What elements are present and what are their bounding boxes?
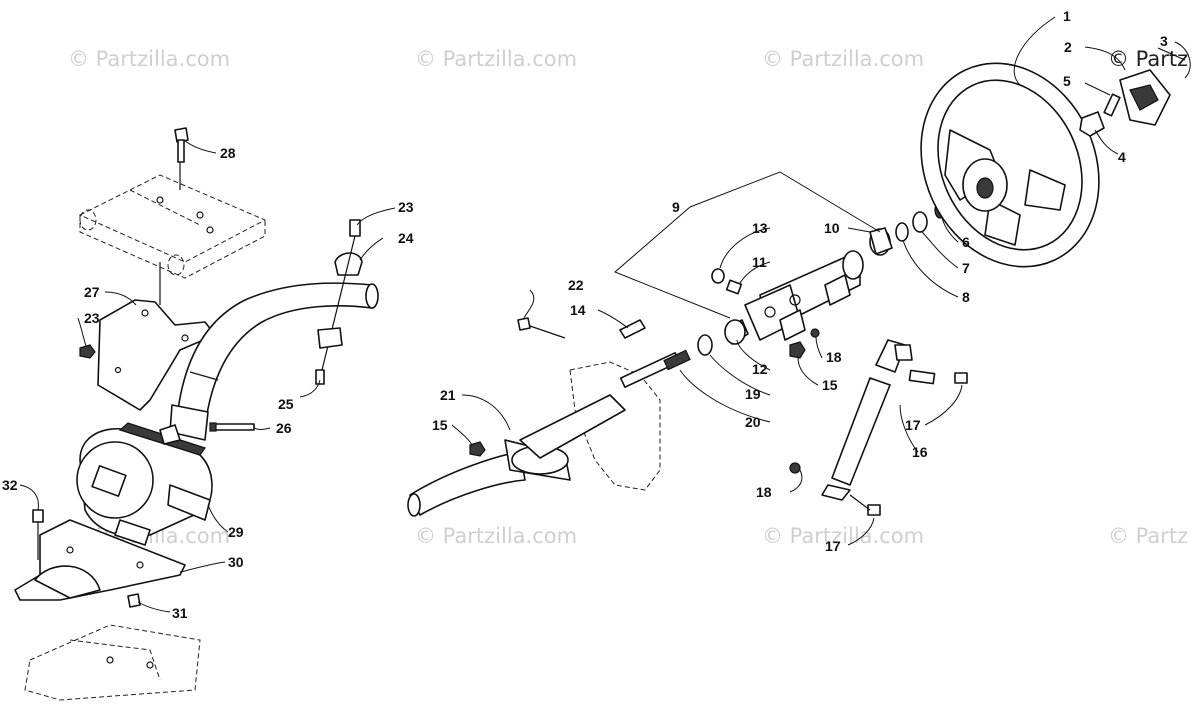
callout-31: 31 — [172, 605, 188, 621]
bolt-22 — [517, 317, 566, 339]
callout-21: 21 — [440, 387, 456, 403]
callout-28: 28 — [220, 145, 236, 161]
upper-column-housing — [744, 250, 864, 341]
pin-11-13 — [711, 268, 743, 295]
watermark: © Partzilla.com — [415, 524, 577, 548]
watermark: © Partzilla.com — [762, 524, 924, 548]
callout-32: 32 — [2, 477, 18, 493]
bolt-25 — [315, 369, 325, 385]
gas-strut-16 — [821, 339, 936, 501]
callout-11: 11 — [752, 254, 767, 270]
shaft-20 — [619, 349, 691, 389]
watermark: © Partzilla.com — [762, 47, 924, 71]
nut-15-right — [789, 341, 806, 359]
steering-wheel-1 — [920, 62, 1100, 268]
callout-25: 25 — [278, 396, 294, 412]
watermark: © Partzilla.com — [415, 47, 577, 71]
bolt-14 — [619, 319, 646, 339]
stud-26 — [209, 422, 255, 432]
bolt-28 — [174, 127, 189, 163]
lower-frame — [24, 624, 201, 701]
watermark: © Partz — [1108, 47, 1188, 71]
nut-23-left — [79, 344, 96, 359]
callout-19: 19 — [745, 386, 761, 402]
callout-5: 5 — [1063, 73, 1071, 89]
nut-15-left — [469, 441, 486, 457]
callout-12: 12 — [752, 361, 768, 377]
callout-4: 4 — [1118, 149, 1126, 165]
callout-22: 22 — [568, 277, 584, 293]
callout-labels: 1 2 3 4 5 6 7 8 9 10 11 12 13 14 15 15 1… — [2, 8, 1168, 621]
callout-10: 10 — [824, 220, 840, 236]
callout-17: 17 — [905, 417, 921, 433]
callout-20: 20 — [745, 414, 761, 430]
bushing-10 — [869, 227, 893, 256]
callout-23: 23 — [398, 199, 414, 215]
callout-7: 7 — [962, 260, 970, 276]
leader-lines — [19, 16, 1191, 613]
nut-18-bottom — [789, 462, 801, 474]
callout-30: 30 — [228, 554, 244, 570]
callout-2: 2 — [1064, 39, 1072, 55]
callout-18: 18 — [756, 484, 772, 500]
callout-6: 6 — [962, 234, 970, 250]
callout-15: 15 — [822, 377, 838, 393]
nut-18-top — [810, 328, 820, 338]
callout-1: 1 — [1063, 8, 1071, 24]
callout-14: 14 — [570, 302, 586, 318]
callout-3: 3 — [1160, 33, 1168, 49]
callout-15: 15 — [432, 417, 448, 433]
lower-column-21 — [407, 394, 626, 517]
callout-18: 18 — [826, 349, 842, 365]
power-steering-unit-29 — [76, 422, 213, 546]
callout-17: 17 — [825, 538, 841, 554]
cap-2-3 — [1119, 47, 1186, 126]
callout-8: 8 — [962, 289, 970, 305]
callout-26: 26 — [276, 420, 292, 436]
frame-plate — [569, 361, 661, 491]
callout-13: 13 — [752, 220, 768, 236]
clamp-24 — [317, 219, 363, 371]
lower-bracket-30 — [14, 519, 186, 601]
watermark: © Partz — [1108, 524, 1188, 548]
callout-29: 29 — [228, 524, 244, 540]
upper-frame-bracket — [78, 145, 267, 279]
steering-shaft-tube — [169, 282, 379, 441]
bolt-31 — [127, 593, 141, 608]
callout-23: 23 — [84, 310, 100, 326]
bolt-17 — [849, 372, 968, 516]
washer-19 — [697, 334, 713, 356]
callout-24: 24 — [398, 230, 414, 246]
nut-4 — [1079, 111, 1105, 137]
callout-27: 27 — [84, 284, 100, 300]
callout-16: 16 — [912, 444, 928, 460]
stud-5 — [1103, 93, 1121, 117]
watermark: © Partzilla.com — [68, 47, 230, 71]
callout-9: 9 — [672, 199, 680, 215]
bushing-12 — [724, 319, 749, 345]
